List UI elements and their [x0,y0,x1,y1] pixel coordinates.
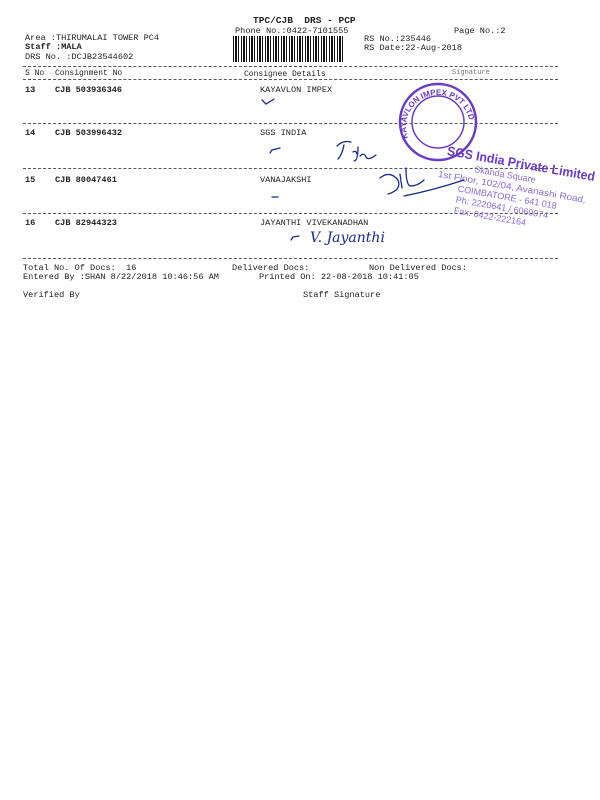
verified-by: Verified By [23,290,80,300]
entered-by: Entered By :SHAN 8/22/2018 10:46:56 AM [23,272,219,282]
rs-date: RS Date:22-Aug-2018 [364,43,462,53]
row-consignee: SGS INDIA [260,128,307,138]
divider [23,168,558,169]
rs-number: RS No.:235446 [364,34,432,44]
staff-signature: Staff Signature [303,290,381,300]
phone-number: Phone No.:0422-7101555 [235,26,349,36]
row-consignment: CJB 82944323 [55,218,117,228]
col-sno: S No [25,69,45,78]
document-title: TPC/CJB DRS - PCP [253,15,356,26]
row-sno: 14 [25,128,36,138]
divider [23,123,558,124]
divider [23,79,558,80]
row-consignment: CJB 503996432 [55,128,123,138]
col-consignee: Consignee Details [244,70,326,79]
non-delivered-docs: Non Delivered Docs: [369,263,467,273]
signatures [261,98,465,241]
total-docs: Total No. Of Docs: 16 [23,263,137,273]
row-consignee: JAYANTHI VIVEKANADHAN [260,218,369,228]
row-consignment: CJB 80047461 [55,175,117,185]
handwritten-signature-row16: V. Jayanthi [310,230,385,246]
sgs-stamp: SGS India Private Limited Skanda Square … [437,143,596,228]
divider [23,213,558,214]
barcode [233,36,343,62]
staff: Staff :MALA [25,42,82,52]
row-sno: 13 [25,85,36,95]
row-consignee: KAYAVLON IMPEX [260,85,333,95]
row-consignee: VANAJAKSHI [260,175,312,185]
row-sno: 16 [25,218,36,228]
divider [23,66,558,67]
delivered-docs: Delivered Docs: [232,263,310,273]
divider [23,258,558,259]
drs-number: DRS No. :DCJB23544602 [25,52,134,62]
row-sno: 15 [25,175,36,185]
col-consignment: Consignment No [55,69,123,78]
row-consignment: CJB 503936346 [55,85,123,95]
col-signature: Signature [452,69,490,77]
printed-on: Printed On: 22-08-2018 10:41:05 [259,272,419,282]
page-number: Page No.:2 [454,26,506,36]
area: Area :THIRUMALAI TOWER PC4 [25,33,160,43]
